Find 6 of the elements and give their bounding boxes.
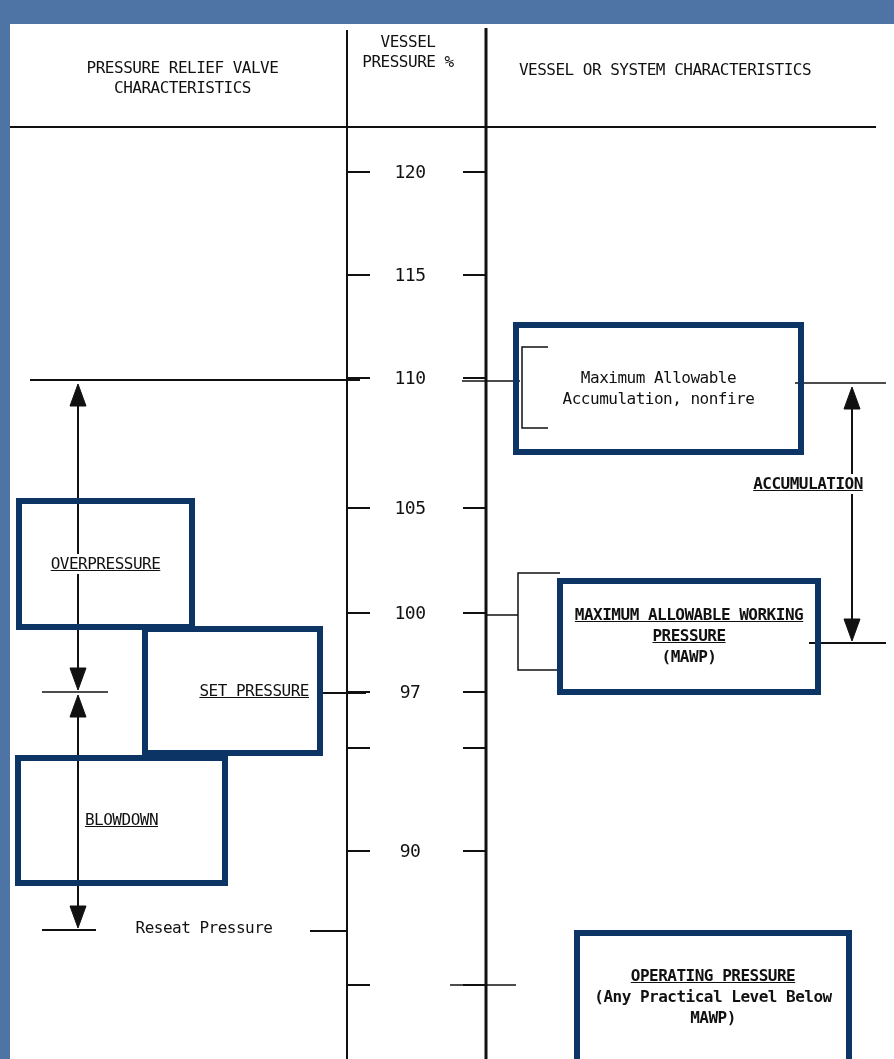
callout-box <box>513 322 804 455</box>
callout-box <box>15 755 228 886</box>
callout-box <box>16 498 195 630</box>
callout-box <box>574 930 852 1059</box>
callout-box <box>142 626 323 756</box>
callout-box <box>557 578 821 695</box>
